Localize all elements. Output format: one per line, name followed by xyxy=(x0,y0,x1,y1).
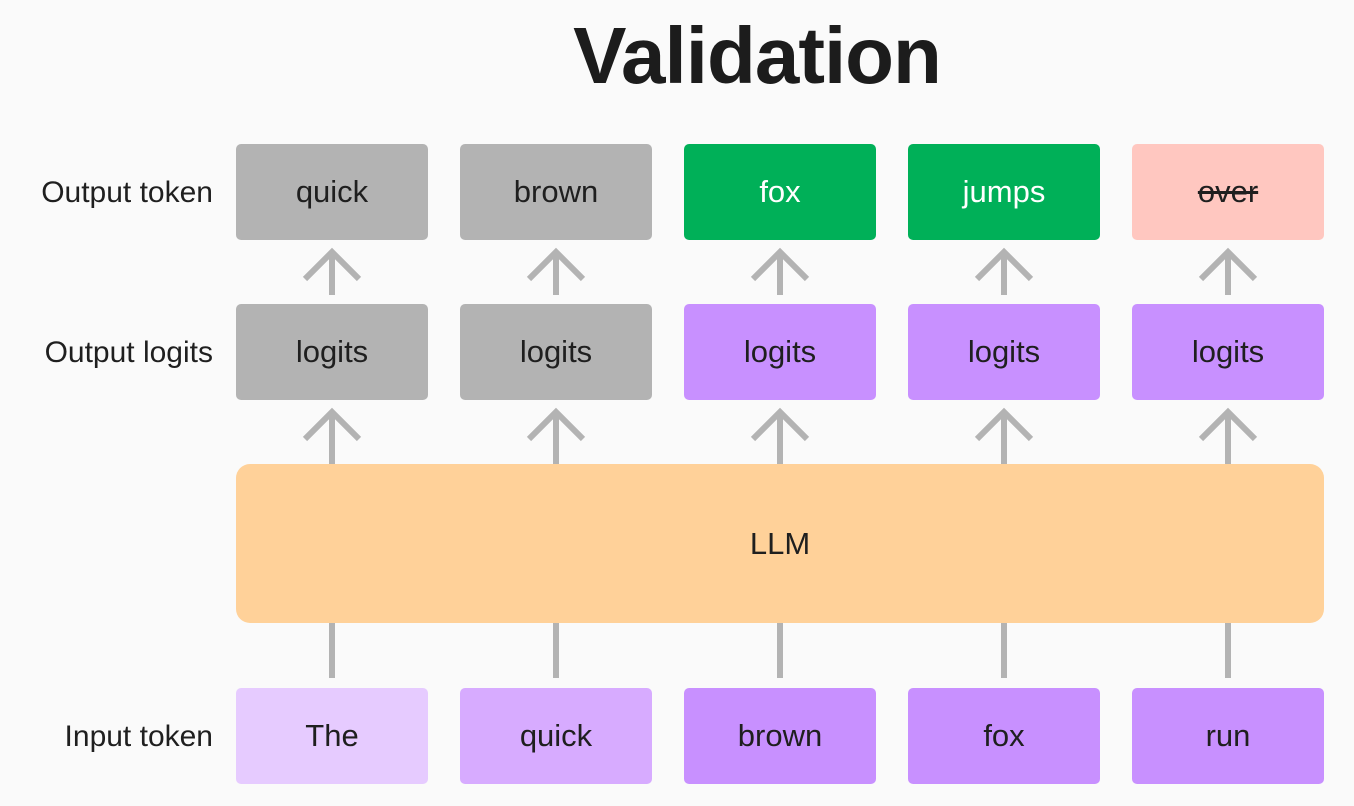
logits-box: logits xyxy=(1132,304,1324,400)
llm-block: LLM xyxy=(236,464,1324,623)
logits-text: logits xyxy=(295,334,369,369)
logits-box: logits xyxy=(236,304,428,400)
input-token-text: fox xyxy=(983,718,1025,753)
arrow-up-icon xyxy=(1198,407,1258,464)
input-token-box: brown xyxy=(684,688,876,784)
arrow-up-icon xyxy=(526,247,586,295)
input-token-text: brown xyxy=(737,718,823,753)
logits-box: logits xyxy=(908,304,1100,400)
input-token-box: fox xyxy=(908,688,1100,784)
input-token-text: The xyxy=(305,718,359,753)
logits-text: logits xyxy=(1191,334,1265,369)
output-token-box: quick xyxy=(236,144,428,240)
arrow-up-icon xyxy=(750,407,810,464)
arrow-up-icon xyxy=(974,407,1034,464)
input-token-box: quick xyxy=(460,688,652,784)
output-token-text: over xyxy=(1197,174,1259,209)
logits-text: logits xyxy=(743,334,817,369)
row-label-input-token: Input token xyxy=(64,720,213,753)
arrow-up-icon xyxy=(302,407,362,464)
output-token-text: quick xyxy=(295,174,369,209)
output-token-box-accepted: jumps xyxy=(908,144,1100,240)
logits-text: logits xyxy=(967,334,1041,369)
llm-label: LLM xyxy=(749,525,811,561)
input-token-box: run xyxy=(1132,688,1324,784)
arrow-up-icon xyxy=(1198,247,1258,295)
logits-box: logits xyxy=(460,304,652,400)
page-title: Validation xyxy=(573,11,942,100)
arrow-up-icon xyxy=(974,247,1034,295)
input-token-text: quick xyxy=(519,718,593,753)
input-token-text: run xyxy=(1205,718,1251,753)
input-token-box: The xyxy=(236,688,428,784)
arrow-up-icon xyxy=(526,407,586,464)
logits-box: logits xyxy=(684,304,876,400)
logits-text: logits xyxy=(519,334,593,369)
arrow-up-icon xyxy=(750,247,810,295)
output-token-text: brown xyxy=(513,174,599,209)
output-token-text: fox xyxy=(759,174,801,209)
row-label-output-logits: Output logits xyxy=(44,336,213,369)
output-token-box-accepted: fox xyxy=(684,144,876,240)
output-token-box-rejected: over xyxy=(1132,144,1324,240)
row-label-output-token: Output token xyxy=(41,176,213,209)
output-token-box: brown xyxy=(460,144,652,240)
output-token-text: jumps xyxy=(962,174,1046,209)
arrow-up-icon xyxy=(302,247,362,295)
